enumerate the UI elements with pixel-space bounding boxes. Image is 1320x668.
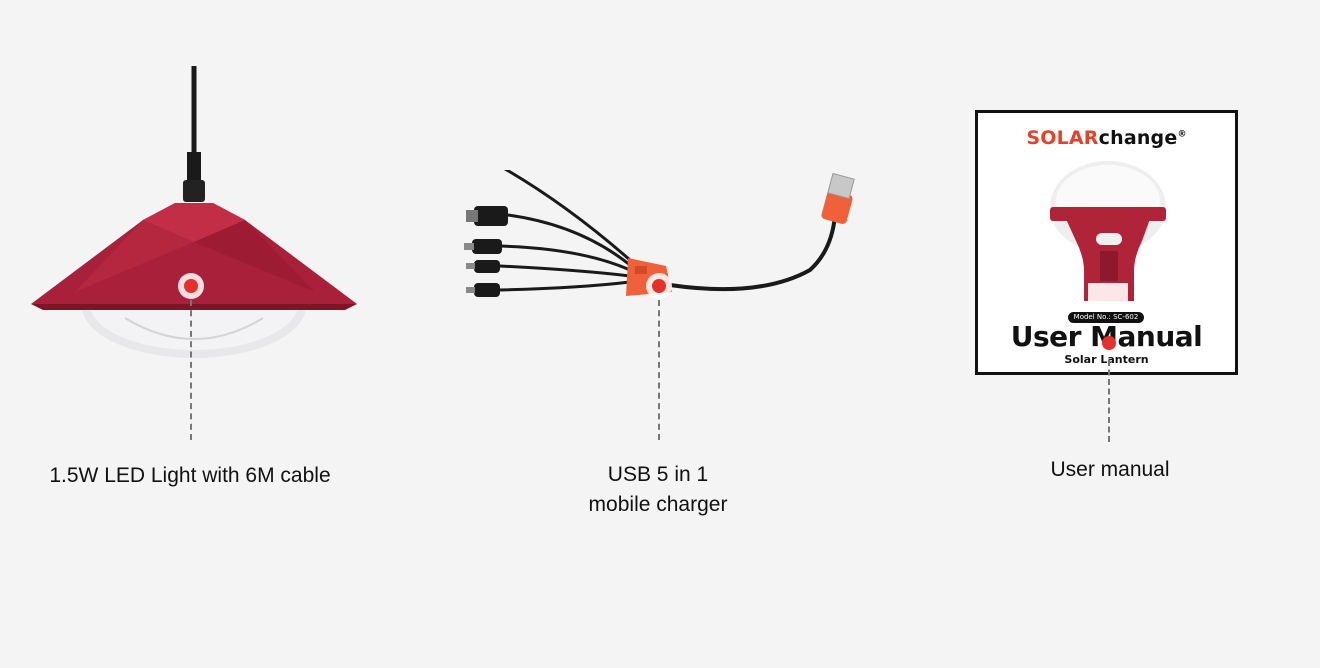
manual-subtitle: Solar Lantern <box>1064 353 1149 366</box>
pendant-lamp-image <box>31 66 357 358</box>
usb-charger-caption-line2: mobile charger <box>588 493 728 516</box>
manual-model-badge: Model No.: SC-602 <box>1068 312 1144 323</box>
user-manual-leader-line <box>1108 360 1110 442</box>
user-manual-hotspot[interactable] <box>1096 330 1122 356</box>
hotspot-marker <box>652 279 666 293</box>
led-light-hotspot[interactable] <box>178 273 204 299</box>
usb-charger-hotspot[interactable] <box>646 273 672 299</box>
user-manual-cover-image: SOLARchange® Model No.: SC-602 User Manu… <box>975 110 1238 375</box>
led-light-caption: 1.5W LED Light with 6M cable <box>49 464 331 487</box>
hotspot-marker <box>184 279 198 293</box>
usb-charger-caption-line1: USB 5 in 1 <box>607 463 709 486</box>
hotspot-marker <box>1102 336 1116 350</box>
led-light-leader-line <box>190 300 192 440</box>
solar-lantern-image <box>1050 161 1166 301</box>
manual-brand-logo: SOLARchange® <box>1026 127 1187 149</box>
usb-charger-leader-line <box>658 300 660 440</box>
usb-charger-caption: USB 5 in 1 mobile charger <box>508 460 808 520</box>
user-manual-caption: User manual <box>1050 458 1170 481</box>
led-light-product <box>25 60 365 360</box>
